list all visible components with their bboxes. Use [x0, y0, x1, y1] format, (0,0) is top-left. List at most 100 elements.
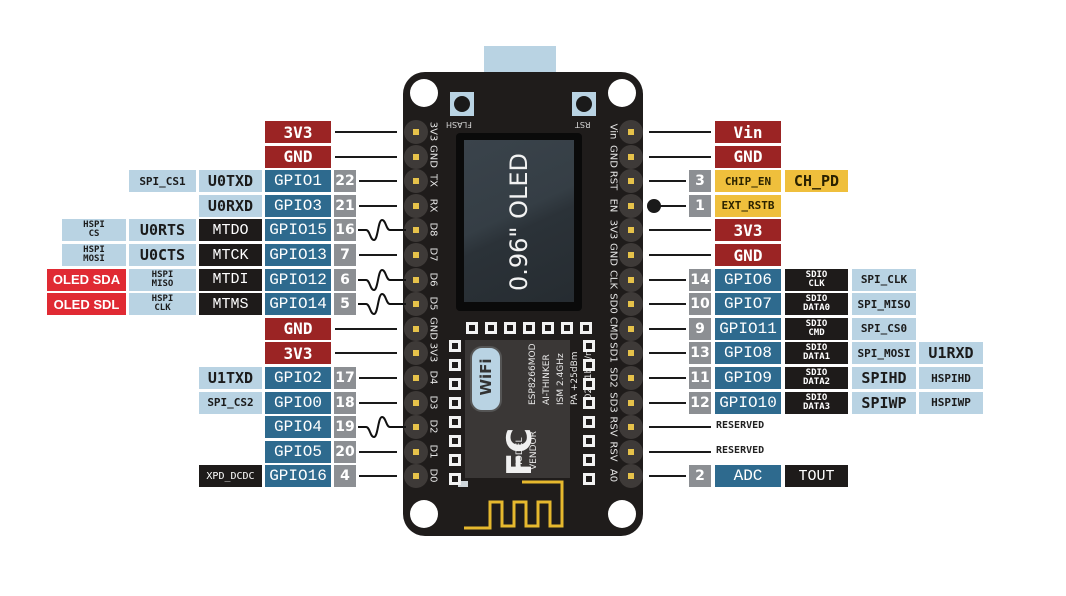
- oled-pin-label: OLED SDA: [47, 268, 126, 291]
- module-pad: [485, 322, 497, 334]
- alt-function-label: SPI_MISO: [852, 293, 916, 316]
- alt-function-label: SPIHD: [852, 367, 916, 389]
- gpio-label[interactable]: GPIO13: [265, 244, 331, 266]
- gpio-label[interactable]: GPIO12: [265, 268, 331, 291]
- led-indicator: [458, 481, 468, 487]
- wire: [649, 475, 686, 478]
- gpio-label[interactable]: GPIO8: [715, 342, 781, 365]
- mount-hole-icon: [608, 79, 636, 107]
- mount-hole-icon: [410, 79, 438, 107]
- module-pad: [583, 340, 595, 352]
- header-pin: [619, 218, 643, 243]
- pin-number: 3: [689, 170, 711, 193]
- module-pad: [466, 322, 478, 334]
- header-pin: [619, 366, 643, 390]
- wire: [649, 401, 686, 404]
- alt-function-label: MTDO: [199, 219, 262, 242]
- header-pin: [404, 390, 428, 415]
- wire: [335, 155, 397, 158]
- gpio-label[interactable]: GPIO10: [715, 391, 781, 414]
- gpio-label[interactable]: GPIO7: [715, 293, 781, 316]
- module-pad: [449, 340, 461, 352]
- wire: [649, 450, 711, 453]
- header-pin: [404, 243, 428, 267]
- alt-function-label: SPI_MOSI: [852, 342, 916, 365]
- module-pad: [561, 322, 573, 334]
- gpio-label[interactable]: GPIO14: [265, 293, 331, 316]
- pin-number: 21: [334, 194, 356, 217]
- pwm-wave-icon: [358, 293, 406, 316]
- module-pad: [580, 322, 592, 334]
- alt-function-label: SPI_CS1: [129, 170, 196, 193]
- power-label: GND: [715, 145, 781, 168]
- gpio-label[interactable]: GPIO5: [265, 440, 331, 463]
- power-label: GND: [265, 317, 331, 340]
- module-text: ISM 2.4GHz: [556, 353, 566, 405]
- pin-number: 18: [334, 391, 356, 414]
- module-pad: [504, 322, 516, 334]
- wire: [359, 450, 397, 453]
- gpio-label[interactable]: GPIO9: [715, 367, 781, 389]
- header-label-right: A0: [607, 469, 619, 483]
- alt-function-label: U0TXD: [199, 170, 262, 193]
- reserved-label: RESERVED: [716, 420, 765, 432]
- module-pad: [583, 473, 595, 485]
- gpio-label[interactable]: GPIO2: [265, 367, 331, 389]
- power-label: GND: [265, 145, 331, 168]
- pin-number: 12: [689, 391, 711, 414]
- wire: [649, 254, 711, 256]
- header-pin: [404, 439, 428, 464]
- wire: [359, 475, 397, 478]
- alt-function-label: U0CTS: [129, 244, 196, 266]
- module-pad: [583, 416, 595, 428]
- module-text: AI-THINKER: [542, 354, 552, 405]
- module-pad: [449, 359, 461, 371]
- gpio-label[interactable]: GPIO1: [265, 170, 331, 193]
- power-label: Vin: [715, 121, 781, 143]
- module-pad: [583, 454, 595, 466]
- gpio-label[interactable]: GPIO16: [265, 465, 331, 488]
- oled-screen: 0.96" OLED: [456, 133, 582, 311]
- module-pad: [583, 435, 595, 447]
- control-label[interactable]: EXT_RSTB: [715, 194, 781, 217]
- header-pin: [404, 218, 428, 243]
- gpio-label[interactable]: GPIO3: [265, 194, 331, 217]
- alt-function-label: XPD_DCDC: [199, 465, 262, 488]
- header-pin: [619, 439, 643, 464]
- gpio-label[interactable]: GPIO15: [265, 219, 331, 242]
- pin-number: 2: [689, 465, 711, 488]
- reset-button-label: RST: [575, 120, 591, 129]
- alt-function-label: SPI_CS0: [852, 317, 916, 340]
- pin-number: 22: [334, 170, 356, 193]
- gpio-label[interactable]: GPIO6: [715, 268, 781, 291]
- flash-button[interactable]: [450, 92, 474, 116]
- header-pin: [619, 464, 643, 489]
- gpio-label[interactable]: ADC: [715, 465, 781, 488]
- gpio-label[interactable]: GPIO4: [265, 416, 331, 439]
- wire: [649, 303, 686, 306]
- alt-function-label: SPI_CLK: [852, 268, 916, 291]
- module-pad: [449, 454, 461, 466]
- header-pin: [404, 366, 428, 390]
- power-label: 3V3: [265, 342, 331, 365]
- reset-button[interactable]: [572, 92, 596, 116]
- module-pad: [449, 378, 461, 390]
- alt-function-label: MTDI: [199, 268, 262, 291]
- wifi-logo-icon: WiFi: [470, 346, 502, 412]
- pin-number: 20: [334, 440, 356, 463]
- header-pin: [404, 169, 428, 194]
- gpio-label[interactable]: GPIO11: [715, 317, 781, 340]
- wire: [660, 204, 686, 207]
- header-pin: [404, 341, 428, 366]
- gpio-label[interactable]: GPIO0: [265, 391, 331, 414]
- alt-function-label: MTCK: [199, 244, 262, 266]
- power-label: GND: [715, 244, 781, 266]
- control-label[interactable]: CHIP_EN: [715, 170, 781, 193]
